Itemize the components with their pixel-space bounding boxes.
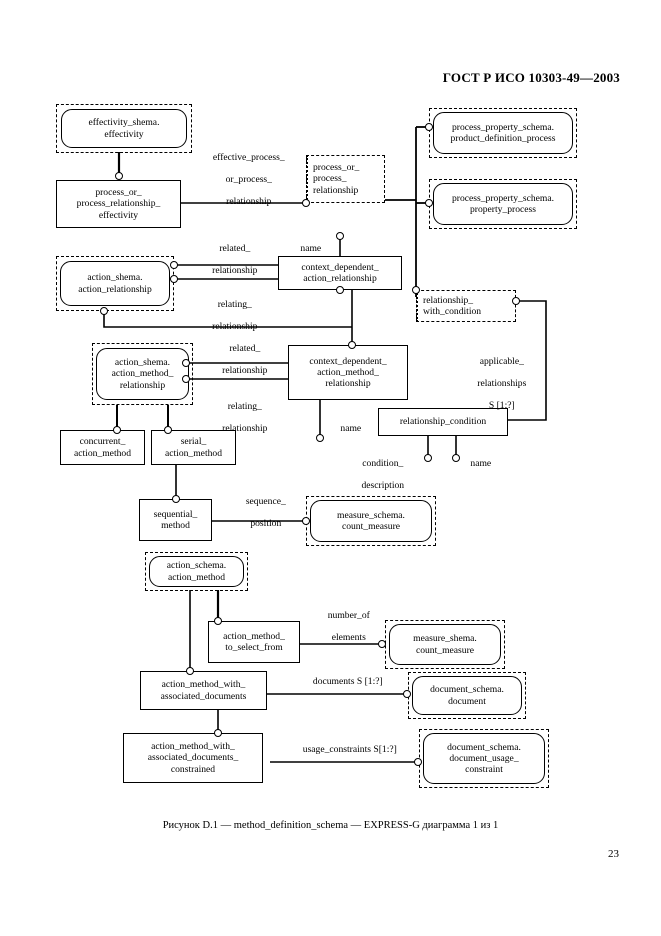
relationship-circle [425, 199, 433, 207]
node-label: process_property_schema. product_definit… [450, 121, 556, 144]
attribute-label-applicable-relationships: applicable_ relationships S [1:?] [477, 356, 527, 412]
node-label: process_or_ process_ relationship [313, 162, 360, 196]
attribute-label-related-relationship-2: related_ relationship [222, 343, 268, 377]
document-header: ГОСТ Р ИСО 10303-49—2003 [442, 70, 620, 85]
node-serial-action-method[interactable]: serial_ action_method [151, 430, 236, 465]
attribute-label-related-relationship-1: related_ relationship [212, 243, 258, 277]
relationship-circle [113, 426, 121, 434]
relationship-circle [214, 729, 222, 737]
relationship-circle [403, 690, 411, 698]
attribute-label-name-3: name [470, 458, 492, 470]
attribute-label-usage-constraints: usage_constraints S[1:?] [302, 744, 397, 756]
node-relationship-with-condition[interactable]: relationship_ with_condition [416, 290, 516, 322]
attribute-label-effective-process-or-process-relationship: effective_process_ or_process_ relations… [212, 152, 285, 208]
node-label: concurrent_ action_method [73, 436, 131, 459]
node-relationship-condition[interactable]: relationship_condition [378, 408, 508, 436]
node-action-schema-action-relationship[interactable]: action_shema. action_relationship [60, 261, 170, 306]
node-process-or-process-relationship[interactable]: process_or_ process_ relationship [306, 155, 385, 203]
node-action-method-with-associated-documents-constrained[interactable]: action_method_with_ associated_documents… [123, 733, 263, 783]
relationship-circle [182, 375, 190, 383]
node-label: measure_schema. count_measure [337, 509, 405, 532]
schema-frame-effectivity-schema [56, 104, 192, 153]
node-label: sequential_ method [153, 508, 198, 531]
node-label: action_shema. action_method_ relationshi… [111, 357, 174, 391]
node-label: process_or_ process_relationship_ effect… [76, 187, 161, 221]
schema-frame-action-schema-2 [92, 343, 193, 405]
relationship-circle [348, 341, 356, 349]
relationship-circle [182, 359, 190, 367]
schema-frame-action-schema-1 [56, 256, 174, 311]
schema-frame-process-property-schema-1 [429, 108, 577, 158]
figure-caption: Рисунок D.1 — method_definition_schema —… [162, 820, 499, 831]
node-process-property-schema-property-process[interactable]: process_property_schema. property_proces… [433, 183, 573, 225]
node-label: action_schema. action_method [166, 560, 227, 583]
relationship-circle [214, 617, 222, 625]
node-effectivity-schema-effectivity[interactable]: effectivity_shema. effectivity [61, 109, 187, 148]
node-measure-schema-count-measure-2[interactable]: measure_shema. count_measure [389, 624, 501, 665]
relationship-circle [336, 232, 344, 240]
attribute-label-number-of-elements: number_of elements [327, 610, 370, 644]
node-process-property-schema-product-definition-process[interactable]: process_property_schema. product_definit… [433, 112, 573, 154]
node-label: document_schema. document_usage_ constra… [447, 741, 521, 776]
relationship-circle [425, 123, 433, 131]
node-context-dependent-action-method-relationship[interactable]: context_dependent_ action_method_ relati… [288, 345, 408, 400]
relationship-circle [316, 434, 324, 442]
relationship-circle [186, 667, 194, 675]
node-label: context_dependent_ action_relationship [301, 261, 379, 284]
node-process-or-process-relationship-effectivity[interactable]: process_or_ process_relationship_ effect… [56, 180, 181, 228]
node-label: serial_ action_method [164, 436, 222, 459]
node-label: action_method_with_ associated_documents [160, 679, 247, 702]
relationship-circle [172, 495, 180, 503]
node-label: action_shema. action_relationship [78, 272, 152, 295]
relationship-circle [164, 426, 172, 434]
relationship-circle [302, 199, 310, 207]
schema-frame-action-schema-3 [145, 552, 248, 591]
node-label: document_schema. document [430, 684, 504, 707]
relationship-circle [452, 454, 460, 462]
node-document-schema-document-usage-constraint[interactable]: document_schema. document_usage_ constra… [423, 733, 545, 784]
relationship-circle [512, 297, 520, 305]
node-label: relationship_condition [399, 416, 487, 428]
attribute-label-sequence-position: sequence_ position [245, 496, 286, 530]
node-document-schema-document[interactable]: document_schema. document [412, 676, 522, 715]
node-action-method-to-select-from[interactable]: action_method_ to_select_from [208, 621, 300, 663]
node-label: action_method_with_ associated_documents… [147, 741, 239, 775]
node-label: relationship_ with_condition [423, 294, 482, 317]
page-number: 23 [608, 848, 619, 860]
relationship-circle [414, 758, 422, 766]
relationship-circle [412, 286, 420, 294]
relationship-circle [378, 640, 386, 648]
relationship-circle [424, 454, 432, 462]
node-label: measure_shema. count_measure [413, 633, 477, 656]
relationship-circle [115, 172, 123, 180]
node-action-schema-action-method-relationship[interactable]: action_shema. action_method_ relationshi… [96, 348, 189, 400]
attribute-label-name-1: name [300, 243, 322, 255]
node-measure-schema-count-measure-1[interactable]: measure_schema. count_measure [310, 500, 432, 542]
node-label: process_property_schema. property_proces… [451, 192, 555, 215]
attribute-label-condition-description: condition_ description [361, 458, 405, 492]
node-concurrent-action-method[interactable]: concurrent_ action_method [60, 430, 145, 465]
relationship-circle [170, 261, 178, 269]
attribute-label-relating-relationship-1: relating_ relationship [212, 299, 258, 333]
relationship-circle [302, 517, 310, 525]
node-action-method-with-associated-documents[interactable]: action_method_with_ associated_documents [140, 671, 267, 710]
node-label: context_dependent_ action_method_ relati… [309, 355, 387, 390]
relationship-circle [100, 307, 108, 315]
attribute-label-relating-relationship-2: relating_ relationship [222, 401, 268, 435]
relationship-circle [336, 286, 344, 294]
attribute-label-name-2: name [340, 423, 362, 435]
node-label: action_method_ to_select_from [223, 630, 285, 653]
node-sequential-method[interactable]: sequential_ method [139, 499, 212, 541]
attribute-label-documents: documents S [1:?] [312, 676, 383, 688]
node-action-schema-action-method[interactable]: action_schema. action_method [149, 556, 244, 587]
node-label: effectivity_shema. effectivity [88, 117, 160, 140]
relationship-circle [170, 275, 178, 283]
